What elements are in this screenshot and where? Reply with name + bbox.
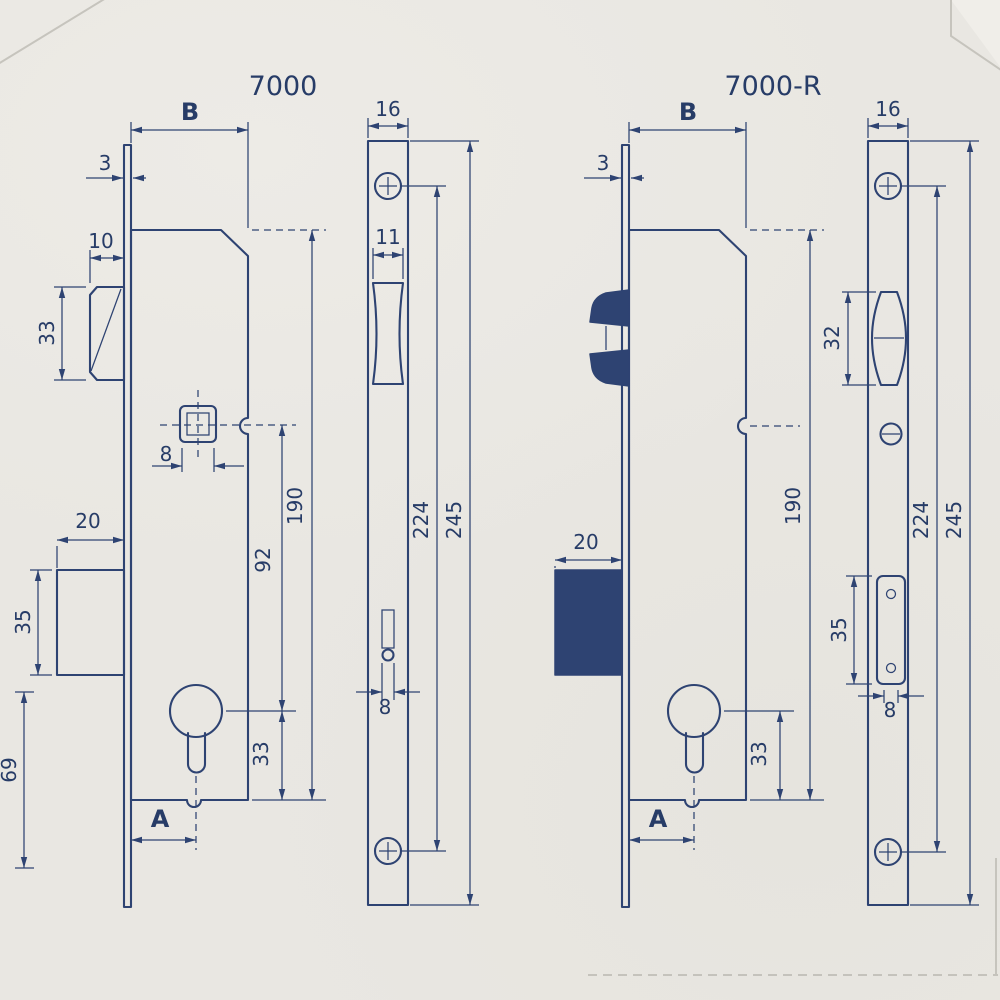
dim-35-ext xyxy=(846,575,872,685)
lock-7000-faceplate-view xyxy=(366,139,410,907)
deadbolt-side-thrown xyxy=(554,569,623,676)
dim-label-224: 224 xyxy=(409,501,433,539)
dim-label-11: 11 xyxy=(375,225,400,249)
screw-hole-top xyxy=(373,171,403,201)
dim-label-16: 16 xyxy=(875,97,900,121)
latch-opening xyxy=(371,281,405,386)
lock-7000r-faceplate-view xyxy=(866,139,910,907)
screw-cross-top xyxy=(379,177,397,195)
dim-label-35: 35 xyxy=(11,609,35,634)
fixing-hole xyxy=(381,648,395,662)
screw-hole-bottom xyxy=(373,836,403,866)
roller-bolt-front xyxy=(870,290,908,387)
lock-case-outline xyxy=(627,228,748,809)
dim-16-ext xyxy=(867,118,909,138)
dim-label-33: 33 xyxy=(747,741,771,766)
dim-label-b: B xyxy=(679,98,697,126)
dim-11-ext xyxy=(372,248,404,279)
spindle-square-hole xyxy=(186,412,210,436)
paper-artifacts xyxy=(0,0,1000,976)
screw-cross-top xyxy=(879,177,897,195)
deadbolt-side xyxy=(55,568,126,677)
dim-16-ext xyxy=(367,118,409,138)
dim-label-245: 245 xyxy=(942,501,966,539)
spindle-follower xyxy=(178,404,218,444)
dim-label-190: 190 xyxy=(781,487,805,525)
lock-7000-title: 7000 xyxy=(249,71,318,102)
dim-label-a: A xyxy=(649,805,668,833)
dim-label-224: 224 xyxy=(909,501,933,539)
dim-b-ext xyxy=(130,122,249,228)
euro-cylinder-slot xyxy=(684,731,705,774)
dim-label-b: B xyxy=(181,98,199,126)
lock-7000-side-view xyxy=(55,143,326,909)
dim-label-3: 3 xyxy=(99,151,112,175)
lock-7000r-side-view xyxy=(554,143,824,909)
dim-label-69: 69 xyxy=(0,757,21,782)
lock-7000r: 7000-R B 3 20 xyxy=(554,71,979,909)
lock-7000r-side-dimensions: B 3 20 33 190 A xyxy=(554,98,824,844)
faceplate-front xyxy=(866,139,910,907)
screw-hole-bottom xyxy=(873,837,903,867)
screw-hole-top xyxy=(873,171,903,201)
dim-label-20: 20 xyxy=(75,509,100,533)
dim-label-92: 92 xyxy=(251,547,275,572)
lock-7000-side-dimensions: B 3 10 33 8 20 35 69 92 xyxy=(0,98,326,869)
roller-bolt-bottom xyxy=(589,349,630,387)
cover-plate-hole-top xyxy=(885,588,897,600)
roller-bolt-top xyxy=(589,289,630,327)
dim-label-32: 32 xyxy=(820,325,844,350)
paper-edge-top-right xyxy=(950,0,1000,71)
dim-label-35: 35 xyxy=(827,617,851,642)
dim-label-245: 245 xyxy=(442,501,466,539)
cover-plate xyxy=(875,574,907,686)
euro-cylinder-circle xyxy=(666,683,722,739)
dim-label-190: 190 xyxy=(283,487,307,525)
lock-7000: 7000 B 3 10 xyxy=(0,71,479,909)
cover-plate-hole-bottom xyxy=(885,662,897,674)
underlying-page-corner xyxy=(951,0,1000,67)
dim-label-8-plate: 8 xyxy=(379,695,392,719)
dim-33-ext xyxy=(724,710,824,801)
lock-case-outline xyxy=(129,228,250,809)
dim-32-ext xyxy=(842,291,876,386)
dim-92-33-ext xyxy=(226,710,326,801)
faceplate-front xyxy=(366,139,410,907)
latch-bolt-side xyxy=(88,285,126,382)
dim-label-33-cylinder: 33 xyxy=(249,741,273,766)
dim-label-8: 8 xyxy=(884,698,897,722)
screw-cross-bottom xyxy=(879,843,897,861)
lock-7000-faceplate-dimensions: 16 11 8 224 245 xyxy=(356,97,479,906)
lock-7000r-faceplate-dimensions: 16 32 35 8 224 245 xyxy=(820,97,979,906)
dim-label-33-latch: 33 xyxy=(35,320,59,345)
euro-cylinder-slot xyxy=(186,731,207,774)
latch-bevel-line xyxy=(90,288,122,372)
adjustment-screw xyxy=(879,422,903,446)
dim-b-ext xyxy=(628,122,747,228)
dim-label-10: 10 xyxy=(88,229,113,253)
euro-cylinder-circle xyxy=(168,683,224,739)
paper-fold-top-left xyxy=(0,0,105,64)
fixing-slot xyxy=(381,609,395,649)
screw-cross-bottom xyxy=(379,842,397,860)
dim-label-a: A xyxy=(151,805,170,833)
dim-label-3: 3 xyxy=(597,151,610,175)
dim-label-8-spindle: 8 xyxy=(160,442,173,466)
dim-label-16: 16 xyxy=(375,97,400,121)
lock-7000r-title: 7000-R xyxy=(724,71,821,102)
dim-label-20: 20 xyxy=(573,530,598,554)
